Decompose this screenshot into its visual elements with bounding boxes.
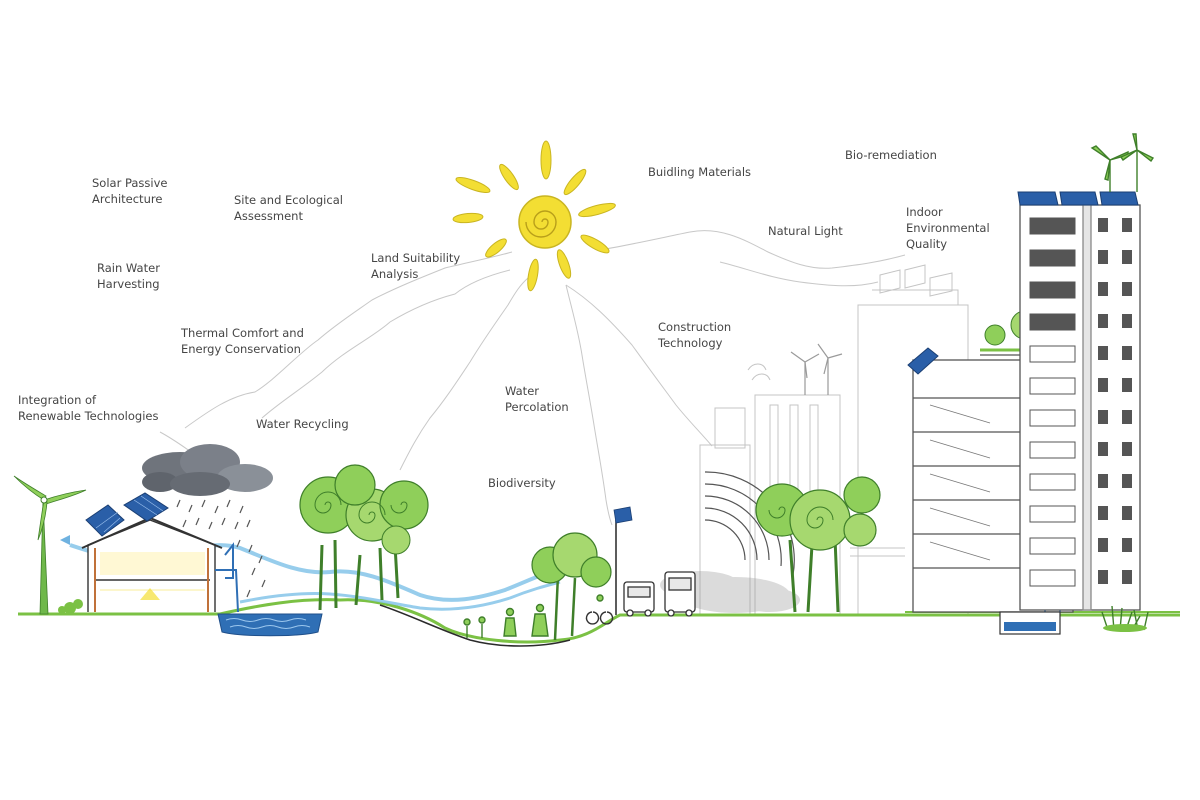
water-tank-icon (999, 611, 1061, 635)
pond-icon (217, 613, 323, 637)
cloud-icon (142, 444, 273, 496)
tower-window (1029, 217, 1076, 235)
tower-window (1122, 474, 1132, 488)
tree-icon (531, 532, 612, 641)
tower-window (1122, 506, 1132, 520)
tower-window (1098, 538, 1108, 552)
wind-turbine-icon (13, 475, 87, 615)
tower-window (1122, 314, 1132, 328)
tower-window (1122, 250, 1132, 264)
tower-window (1029, 569, 1076, 587)
house-section (60, 516, 239, 613)
tower-window (1122, 538, 1132, 552)
solar-panel-icon (907, 347, 939, 375)
tower-window (1122, 218, 1132, 232)
label-renewable-technologies: Integration of Renewable Technologies (18, 393, 159, 423)
tower-window (1029, 249, 1076, 267)
bus-icon (623, 581, 655, 617)
label-water-recycling: Water Recycling (256, 417, 349, 431)
tower-window (1098, 442, 1108, 456)
tower-window (1029, 345, 1076, 363)
tower-window (1098, 218, 1108, 232)
label-water-percolation: Water Percolation (505, 384, 569, 414)
people-icon (463, 594, 614, 638)
tower-window (1098, 346, 1108, 360)
label-rain-water-harvesting: Rain Water Harvesting (97, 261, 160, 291)
street-lamp-icon (613, 506, 633, 615)
tower-window (1098, 378, 1108, 392)
tower-window (1122, 282, 1132, 296)
label-thermal-comfort-energy: Thermal Comfort and Energy Conservation (181, 326, 304, 356)
grass-icon (1101, 605, 1149, 632)
tower-window (1029, 441, 1076, 459)
tower-window (1098, 314, 1108, 328)
tree-icon (299, 464, 429, 611)
tower-window (1029, 377, 1076, 395)
label-land-suitability-analysis: Land Suitability Analysis (371, 251, 461, 281)
label-natural-light: Natural Light (768, 224, 843, 238)
tower-window (1098, 474, 1108, 488)
tower-window (1122, 442, 1132, 456)
tower-window (1029, 505, 1076, 523)
rain (176, 499, 266, 598)
tower-window (1098, 506, 1108, 520)
tower-window (1122, 346, 1132, 360)
tower-window (1122, 570, 1132, 584)
sun-icon (452, 140, 616, 292)
tree-icon (755, 476, 881, 613)
wind-turbine-icon (1090, 133, 1155, 192)
truck-icon (664, 571, 696, 617)
tower-window (1122, 378, 1132, 392)
label-building-materials: Buidling Materials (648, 165, 752, 179)
solar-panel-icon (1017, 191, 1139, 206)
wind-turbine-icon (790, 343, 843, 395)
tower-window (1029, 537, 1076, 555)
label-solar-passive-architecture: Solar Passive Architecture (92, 176, 168, 206)
label-biodiversity: Biodiversity (488, 476, 556, 490)
tower-window (1098, 282, 1108, 296)
tower-windows (1029, 217, 1132, 587)
tower-window (1029, 281, 1076, 299)
label-bio-remediation: Bio-remediation (845, 148, 937, 162)
label-construction-technology: Construction Technology (658, 320, 732, 350)
tower-window (1029, 473, 1076, 491)
tower-window (1122, 410, 1132, 424)
tower-window (1098, 250, 1108, 264)
label-site-ecological-assessment: Site and Ecological Assessment (234, 193, 343, 223)
solar-panel-icon (85, 492, 169, 537)
tower-window (1029, 409, 1076, 427)
shrub-icon (58, 599, 83, 614)
tower-window (1098, 410, 1108, 424)
label-indoor-environmental-quality: Indoor Environmental Quality (906, 205, 990, 251)
tower-window (1098, 570, 1108, 584)
tower-window (1029, 313, 1076, 331)
connector-lines (159, 230, 906, 526)
